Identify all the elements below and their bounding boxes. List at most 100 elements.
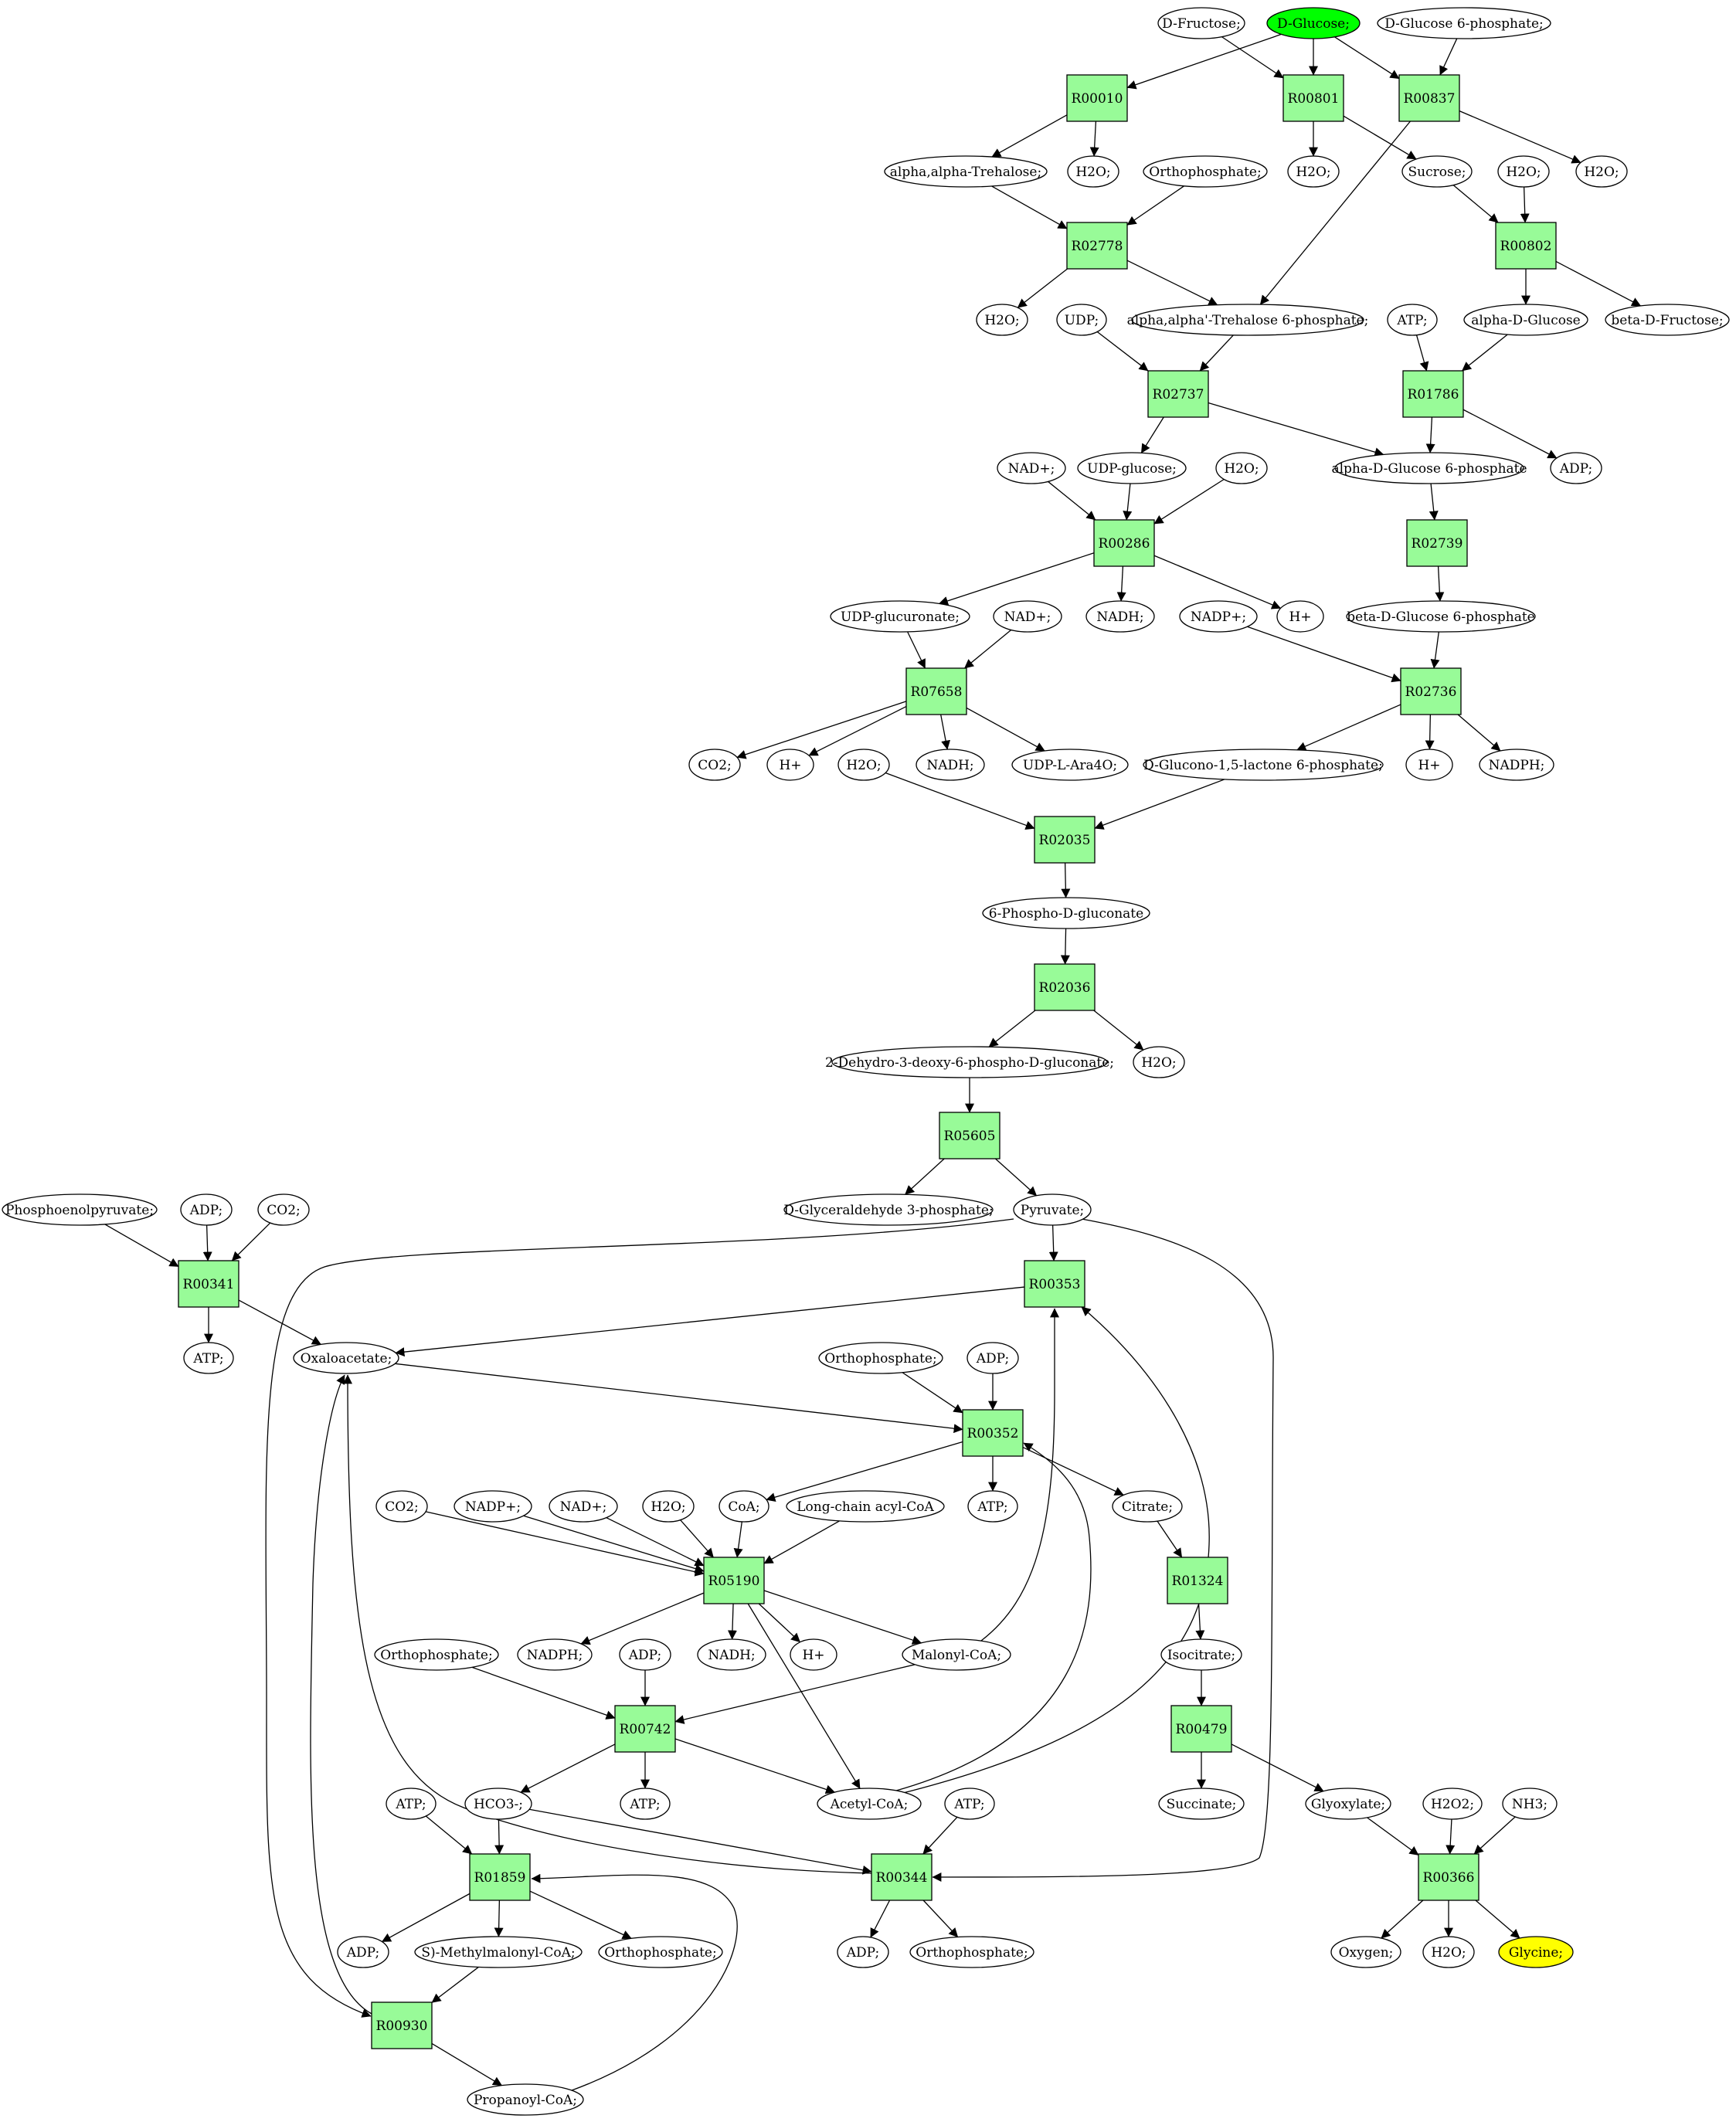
- metabolite-node-m_h2o_9[interactable]: H2O;: [642, 1490, 695, 1523]
- metabolite-node-m_pep[interactable]: Phosphoenolpyruvate;: [2, 1193, 158, 1226]
- reaction-node-r_R02736[interactable]: R02736: [1400, 667, 1462, 715]
- metabolite-node-m_dfructose[interactable]: D-Fructose;: [1157, 7, 1245, 39]
- metabolite-node-m_udpglc[interactable]: UDP-glucose;: [1077, 452, 1187, 484]
- metabolite-node-m_nad_2[interactable]: NAD+;: [993, 600, 1062, 633]
- metabolite-node-m_h2o_3[interactable]: H2O;: [1497, 155, 1550, 188]
- metabolite-node-m_atp_1[interactable]: ATP;: [1387, 304, 1438, 336]
- metabolite-node-m_adp_1[interactable]: ADP;: [1550, 452, 1602, 484]
- metabolite-node-m_hplus_4[interactable]: H+: [790, 1638, 837, 1671]
- metabolite-node-m_trehalose[interactable]: alpha,alpha-Trehalose;: [884, 155, 1048, 188]
- metabolite-node-m_co2_1[interactable]: CO2;: [688, 749, 741, 781]
- metabolite-node-m_nadph_2[interactable]: NADPH;: [517, 1638, 593, 1671]
- metabolite-node-m_h2o_5[interactable]: H2O;: [976, 304, 1028, 336]
- metabolite-node-m_h2o_6[interactable]: H2O;: [1215, 452, 1268, 484]
- metabolite-node-m_bdfru[interactable]: beta-D-Fructose;: [1605, 304, 1730, 336]
- metabolite-node-m_pyruvate[interactable]: Pyruvate;: [1013, 1193, 1092, 1226]
- metabolite-node-m_succ[interactable]: Succinate;: [1158, 1788, 1245, 1820]
- metabolite-node-m_orthop_1[interactable]: Orthophosphate;: [1143, 155, 1268, 188]
- metabolite-node-m_glycine[interactable]: Glycine;: [1498, 1936, 1574, 1968]
- metabolite-node-m_h2o_8[interactable]: H2O;: [1133, 1046, 1185, 1078]
- metabolite-node-m_udp[interactable]: UDP;: [1056, 304, 1107, 336]
- metabolite-node-m_adp_3[interactable]: ADP;: [967, 1342, 1019, 1374]
- metabolite-node-m_h2o_4[interactable]: H2O;: [1575, 155, 1628, 188]
- metabolite-node-m_dglucose[interactable]: D-Glucose;: [1266, 7, 1361, 39]
- metabolite-node-m_malcoa[interactable]: Malonyl-CoA;: [902, 1638, 1011, 1671]
- metabolite-node-m_sucrose[interactable]: Sucrose;: [1401, 155, 1473, 188]
- metabolite-node-m_nad_1[interactable]: NAD+;: [997, 452, 1066, 484]
- reaction-node-r_R00479[interactable]: R00479: [1170, 1705, 1232, 1753]
- reaction-node-r_R01324[interactable]: R01324: [1167, 1557, 1228, 1604]
- reaction-node-r_R02035[interactable]: R02035: [1034, 816, 1096, 864]
- metabolite-node-m_h2o_10[interactable]: H2O;: [1422, 1936, 1475, 1968]
- metabolite-node-m_udpgluc[interactable]: UDP-glucuronate;: [830, 600, 970, 633]
- metabolite-node-m_co2_3[interactable]: CO2;: [375, 1490, 428, 1523]
- metabolite-node-m_adglc[interactable]: alpha-D-Glucose: [1463, 304, 1588, 336]
- metabolite-node-m_adp_2[interactable]: ADP;: [180, 1193, 233, 1226]
- metabolite-node-m_gap[interactable]: D-Glyceraldehyde 3-phosphate;: [783, 1193, 994, 1226]
- reaction-node-r_R02036[interactable]: R02036: [1034, 963, 1096, 1011]
- reaction-node-r_R00353[interactable]: R00353: [1024, 1260, 1085, 1308]
- metabolite-node-m_adp_6[interactable]: ADP;: [837, 1936, 889, 1968]
- metabolite-node-m_atp_3[interactable]: ATP;: [967, 1490, 1018, 1523]
- metabolite-node-m_atp_2[interactable]: ATP;: [183, 1342, 234, 1374]
- metabolite-node-m_glyox[interactable]: Glyoxylate;: [1305, 1788, 1391, 1820]
- metabolite-node-m_h2o_2[interactable]: H2O;: [1287, 155, 1340, 188]
- metabolite-node-m_smmcoa[interactable]: S)-Methylmalonyl-CoA;: [414, 1936, 583, 1968]
- metabolite-node-m_atp_6[interactable]: ATP;: [944, 1788, 995, 1820]
- metabolite-node-m_oxygen[interactable]: Oxygen;: [1330, 1936, 1401, 1968]
- metabolite-node-m_adg6p[interactable]: alpha-D-Glucose 6-phosphate: [1331, 452, 1527, 484]
- metabolite-node-m_orthop_2[interactable]: Orthophosphate;: [818, 1342, 943, 1374]
- metabolite-node-m_nadh_2[interactable]: NADH;: [916, 749, 985, 781]
- reaction-node-r_R00286[interactable]: R00286: [1093, 519, 1155, 567]
- reaction-node-r_R01859[interactable]: R01859: [469, 1853, 531, 1901]
- metabolite-node-m_propcoa[interactable]: Propanoyl-CoA;: [467, 2083, 584, 2116]
- reaction-node-r_R00010[interactable]: R00010: [1066, 74, 1128, 122]
- reaction-node-r_R05190[interactable]: R05190: [703, 1557, 765, 1604]
- metabolite-node-m_kdpg[interactable]: 2-Dehydro-3-deoxy-6-phospho-D-gluconate;: [825, 1046, 1114, 1078]
- metabolite-node-m_hplus_3[interactable]: H+: [1405, 749, 1453, 781]
- reaction-node-r_R00930[interactable]: R00930: [371, 2001, 433, 2049]
- metabolite-node-m_nadp_2[interactable]: NADP+;: [454, 1490, 532, 1523]
- reaction-node-r_R00366[interactable]: R00366: [1418, 1853, 1480, 1901]
- reaction-node-r_R00802[interactable]: R00802: [1495, 222, 1557, 270]
- metabolite-node-m_orthop_5[interactable]: Orthophosphate;: [909, 1936, 1034, 1968]
- reaction-node-r_R00801[interactable]: R00801: [1282, 74, 1344, 122]
- metabolite-node-m_nh3[interactable]: NH3;: [1502, 1788, 1558, 1820]
- reaction-node-r_R07658[interactable]: R07658: [905, 667, 967, 715]
- reaction-node-r_R00341[interactable]: R00341: [178, 1260, 240, 1308]
- reaction-node-r_R00344[interactable]: R00344: [871, 1853, 933, 1901]
- metabolite-node-m_coa[interactable]: CoA;: [719, 1490, 769, 1523]
- metabolite-node-m_dg6p[interactable]: D-Glucose 6-phosphate;: [1377, 7, 1551, 39]
- metabolite-node-m_atp_4[interactable]: ATP;: [386, 1788, 437, 1820]
- metabolite-node-m_hco3[interactable]: HCO3-;: [464, 1788, 532, 1820]
- metabolite-node-m_6pg[interactable]: 6-Phospho-D-gluconate: [982, 897, 1150, 929]
- reaction-node-r_R02778[interactable]: R02778: [1066, 222, 1128, 270]
- metabolite-node-m_oaa[interactable]: Oxaloacetate;: [293, 1342, 399, 1374]
- reaction-node-r_R02737[interactable]: R02737: [1147, 370, 1209, 418]
- metabolite-node-m_isocit[interactable]: Isocitrate;: [1160, 1638, 1242, 1671]
- metabolite-node-m_co2_2[interactable]: CO2;: [257, 1193, 310, 1226]
- metabolite-node-m_bdg6p[interactable]: beta-D-Glucose 6-phosphate: [1346, 600, 1536, 633]
- metabolite-node-m_nad_3[interactable]: NAD+;: [549, 1490, 618, 1523]
- metabolite-node-m_adp_4[interactable]: ADP;: [619, 1638, 671, 1671]
- metabolite-node-m_hplus_1[interactable]: H+: [1276, 600, 1324, 633]
- metabolite-node-m_adp_5[interactable]: ADP;: [337, 1936, 389, 1968]
- metabolite-node-m_nadh_3[interactable]: NADH;: [697, 1638, 766, 1671]
- metabolite-node-m_h2o_1[interactable]: H2O;: [1067, 155, 1119, 188]
- metabolite-node-m_nadph_1[interactable]: NADPH;: [1479, 749, 1554, 781]
- metabolite-node-m_acetcoa[interactable]: Acetyl-CoA;: [817, 1788, 922, 1820]
- metabolite-node-m_nadp_1[interactable]: NADP+;: [1179, 600, 1258, 633]
- metabolite-node-m_udpara[interactable]: UDP-L-Ara4O;: [1011, 749, 1129, 781]
- metabolite-node-m_hplus_2[interactable]: H+: [766, 749, 814, 781]
- reaction-node-r_R00742[interactable]: R00742: [614, 1705, 676, 1753]
- metabolite-node-m_dglucono[interactable]: D-Glucono-1,5-lactone 6-phosphate;: [1143, 749, 1384, 781]
- reaction-node-r_R01786[interactable]: R01786: [1402, 370, 1464, 418]
- reaction-node-r_R02739[interactable]: R02739: [1406, 519, 1468, 567]
- metabolite-node-m_h2o2[interactable]: H2O2;: [1422, 1788, 1483, 1820]
- metabolite-node-m_citrate[interactable]: Citrate;: [1112, 1490, 1183, 1523]
- metabolite-node-m_h2o_7[interactable]: H2O;: [837, 749, 890, 781]
- metabolite-node-m_lcacoa[interactable]: Long-chain acyl-CoA: [786, 1490, 945, 1523]
- metabolite-node-m_treh6p[interactable]: alpha,alpha'-Trehalose 6-phosphate;: [1127, 304, 1369, 336]
- reaction-node-r_R00352[interactable]: R00352: [962, 1409, 1024, 1457]
- metabolite-node-m_nadh_1[interactable]: NADH;: [1085, 600, 1155, 633]
